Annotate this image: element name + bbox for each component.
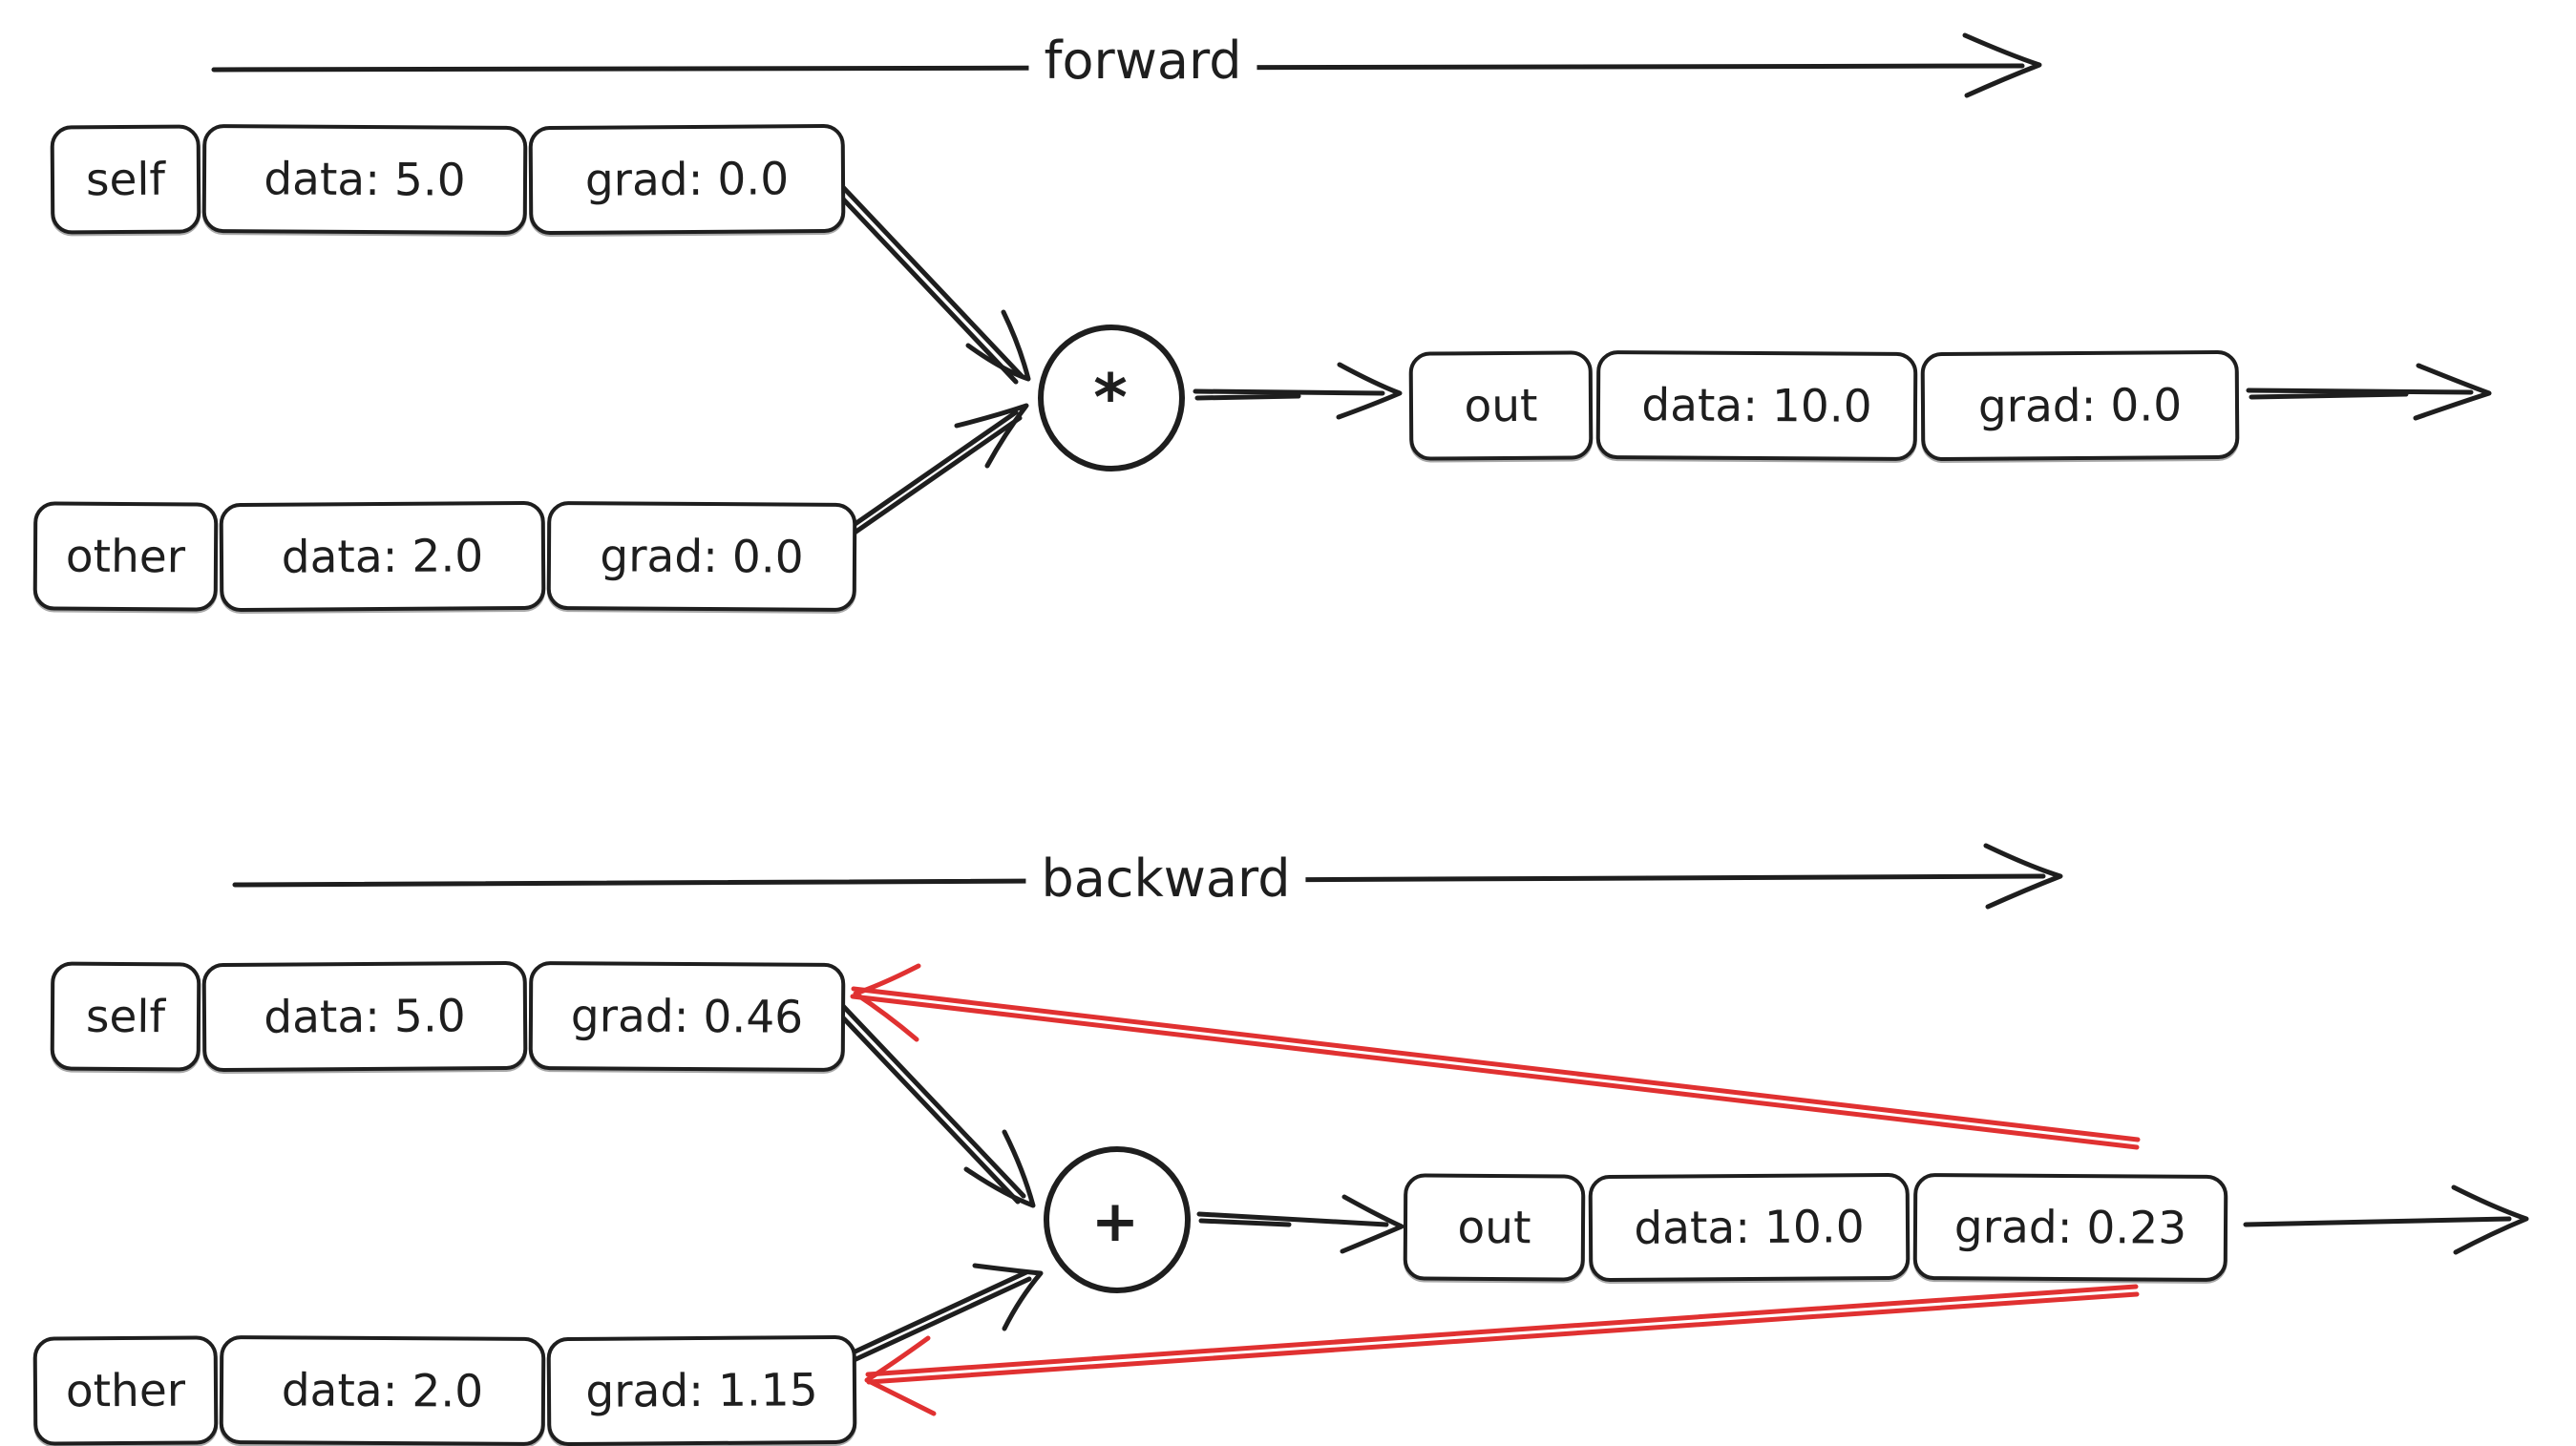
forward-other-name-box: other bbox=[32, 501, 219, 612]
forward-self-data-box: data: 5.0 bbox=[201, 123, 528, 236]
forward-axis-label: forward bbox=[1028, 31, 1257, 92]
forward-other-data-box: data: 2.0 bbox=[219, 500, 546, 613]
self-to-mul-arrow bbox=[832, 181, 1031, 385]
mul-op-circle bbox=[1038, 325, 1185, 472]
backward-axis-label: backward bbox=[1025, 849, 1306, 910]
out-backward-arrow bbox=[2243, 1184, 2529, 1255]
backward-out-data-box: data: 10.0 bbox=[1588, 1172, 1911, 1283]
out-forward-arrow bbox=[2246, 363, 2492, 421]
forward-other-grad-box: grad: 0.0 bbox=[546, 501, 857, 612]
backward-self-grad-box: grad: 0.46 bbox=[528, 960, 846, 1073]
backward-self-data-box: data: 5.0 bbox=[201, 960, 528, 1073]
add-op-label: + bbox=[1091, 1188, 1139, 1255]
other-to-add-arrow bbox=[844, 1263, 1044, 1365]
mul-to-out-arrow bbox=[1193, 362, 1403, 420]
backward-out-grad-box: grad: 0.23 bbox=[1912, 1172, 2228, 1283]
other-to-mul-arrow bbox=[841, 403, 1029, 540]
forward-out-data-box: data: 10.0 bbox=[1595, 349, 1918, 462]
backward-other-data-box: data: 2.0 bbox=[219, 1334, 546, 1446]
self-to-add-arrow bbox=[834, 1002, 1036, 1208]
forward-out-name-box: out bbox=[1408, 350, 1594, 461]
add-op-circle bbox=[1044, 1146, 1191, 1293]
backward-self-name-box: self bbox=[50, 961, 201, 1072]
backward-other-grad-box: grad: 1.15 bbox=[546, 1334, 857, 1446]
add-to-out-arrow bbox=[1196, 1194, 1404, 1254]
backward-out-name-box: out bbox=[1403, 1173, 1586, 1282]
forward-out-grad-box: grad: 0.0 bbox=[1920, 349, 2240, 462]
forward-self-name-box: self bbox=[50, 124, 201, 235]
mul-op-label: * bbox=[1093, 361, 1128, 436]
grad-backprop-to-self-arrow bbox=[850, 963, 2141, 1150]
backward-other-name-box: other bbox=[32, 1335, 219, 1446]
forward-self-grad-box: grad: 0.0 bbox=[528, 123, 846, 236]
grad-backprop-to-other-arrow bbox=[864, 1284, 2140, 1416]
